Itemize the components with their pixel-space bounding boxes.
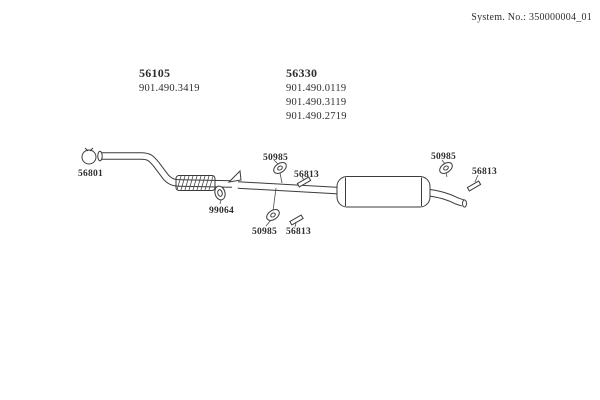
leader-line — [265, 219, 272, 227]
leader-line — [219, 199, 222, 205]
hanger-bottom-assembly — [265, 187, 304, 228]
mount-bracket — [466, 180, 482, 192]
callout-bracket-bottom: 56813 — [286, 227, 311, 237]
leader-line — [441, 159, 446, 165]
part-number: 901.490.2719 — [286, 111, 347, 122]
callout-bracket-top: 56813 — [294, 170, 319, 180]
flex-sleeve-hatching — [176, 175, 214, 191]
flex-sleeve — [175, 175, 216, 191]
hanger-top-assembly — [273, 159, 312, 188]
part-group-56330: 56330 901.490.0119 901.490.3119 901.490.… — [286, 66, 347, 122]
rubber-hanger — [266, 209, 280, 221]
hanger-stub — [272, 187, 277, 212]
pipe-open-end — [97, 150, 103, 162]
muffler-body — [336, 176, 431, 208]
front-pipe-drawing — [97, 150, 233, 191]
clamp-part — [81, 147, 97, 165]
part-number: 901.490.3419 — [139, 83, 200, 94]
hanger-rear-assembly — [439, 159, 482, 192]
assembly-arrow-icon — [227, 169, 242, 183]
callout-hanger-rear: 50985 — [431, 152, 456, 162]
part-number: 901.490.0119 — [286, 83, 346, 94]
callout-gasket: 99064 — [209, 206, 234, 216]
group-id: 56105 — [139, 66, 170, 80]
leader-line — [301, 176, 305, 181]
rubber-hanger — [439, 162, 453, 174]
callout-bracket-rear: 56813 — [472, 167, 497, 177]
hanger-stub — [279, 172, 283, 184]
mount-bracket — [296, 176, 312, 188]
clamp-ring — [81, 149, 97, 165]
gasket-part — [214, 185, 226, 201]
muffler-part — [336, 176, 431, 208]
clamp-bolt-tab — [84, 147, 94, 152]
gasket-outer-ring — [214, 185, 226, 201]
rubber-hanger — [273, 162, 287, 174]
middle-pipe-body — [237, 182, 346, 194]
mount-bracket — [289, 214, 304, 226]
part-number: 901.490.3119 — [286, 97, 346, 108]
callout-hanger-top: 50985 — [263, 153, 288, 163]
system-number: System. No.: 350000004_01 — [471, 12, 592, 23]
callout-hanger-bottom: 50985 — [252, 227, 277, 237]
gasket-inner-ring — [217, 189, 223, 197]
leader-line — [294, 222, 297, 228]
group-id: 56330 — [286, 66, 317, 80]
callout-clamp: 56801 — [78, 169, 103, 179]
tail-pipe-open-end — [462, 199, 467, 208]
leader-line — [474, 174, 479, 183]
part-group-56105: 56105 901.490.3419 — [139, 66, 200, 94]
leader-line — [273, 159, 279, 165]
